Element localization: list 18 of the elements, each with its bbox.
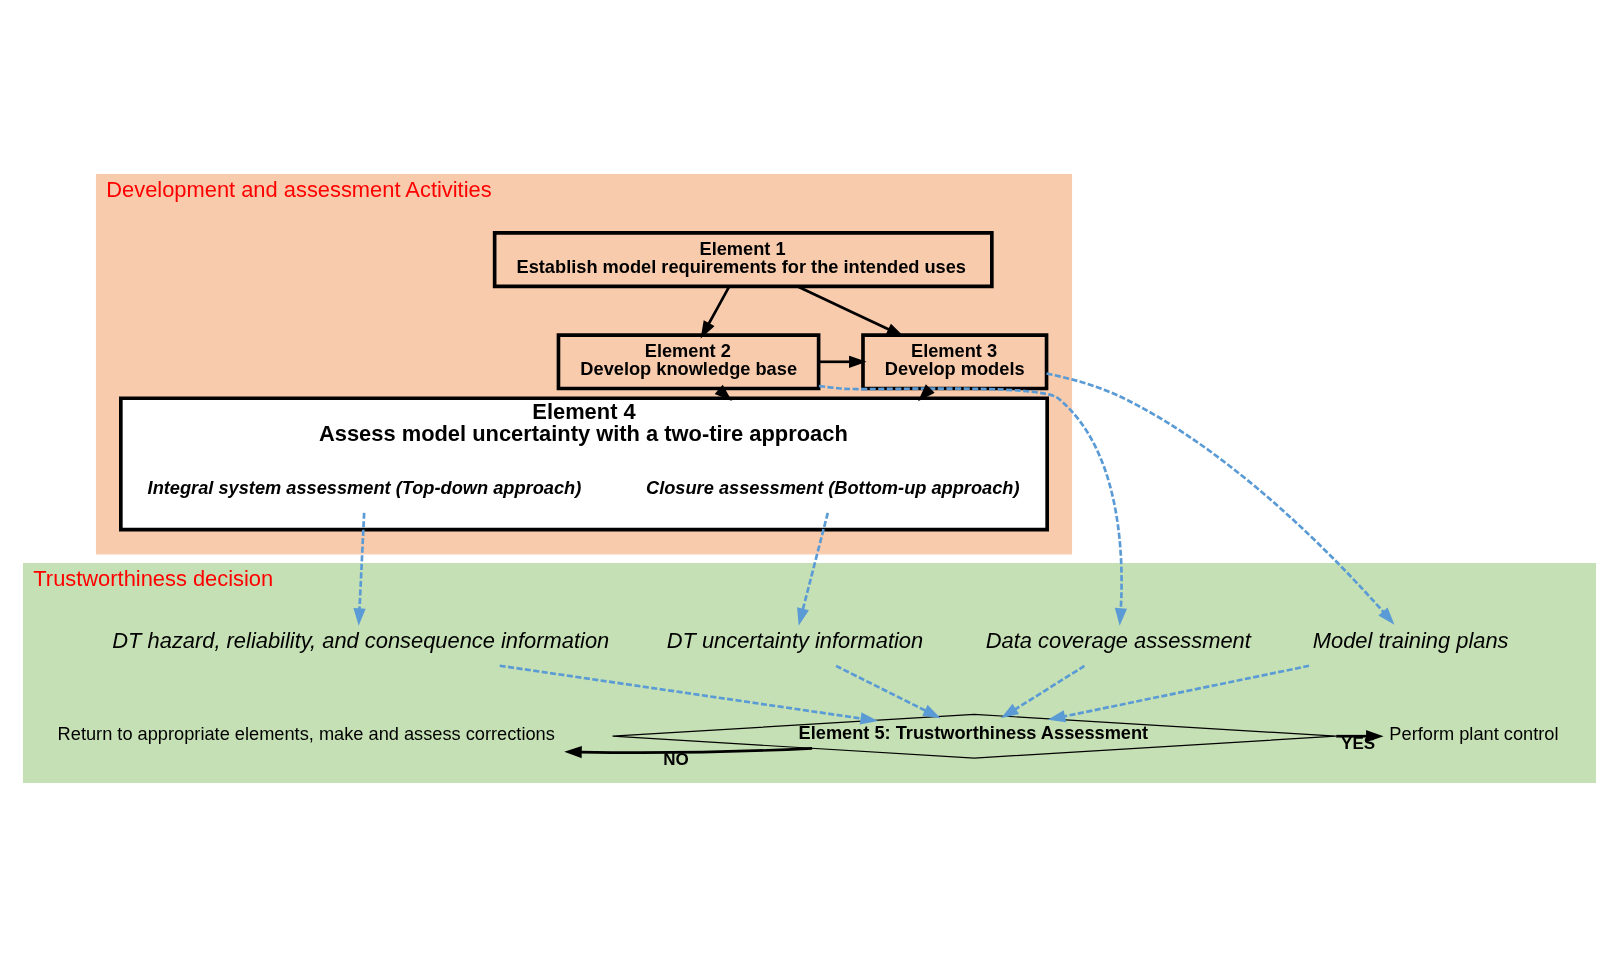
arrow (700, 285, 731, 339)
node-text: Return to appropriate elements, make and assess corrections (57, 723, 555, 745)
arrow (819, 355, 867, 368)
arrow (1000, 664, 1086, 719)
node-text: DT hazard, reliability, and consequence information (112, 627, 610, 653)
arrow (835, 664, 941, 719)
node-text: Model training plans (1312, 627, 1509, 653)
arrow (1046, 372, 1395, 625)
node-text: Integral system assessment (Top-down approach) (147, 476, 582, 498)
node-text: DT uncertainty information (666, 627, 924, 653)
node-box: Element 1 Establish model requirements for the intended uses (492, 231, 994, 289)
node-text: Perform plant control (1389, 723, 1559, 745)
node-text: Closure assessment (Bottom-up approach) (646, 476, 1020, 498)
arrow (353, 512, 366, 626)
arrow (564, 745, 813, 759)
arrow (499, 664, 878, 725)
node-text: Data coverage assessment (985, 627, 1251, 653)
arrow (1047, 664, 1310, 723)
